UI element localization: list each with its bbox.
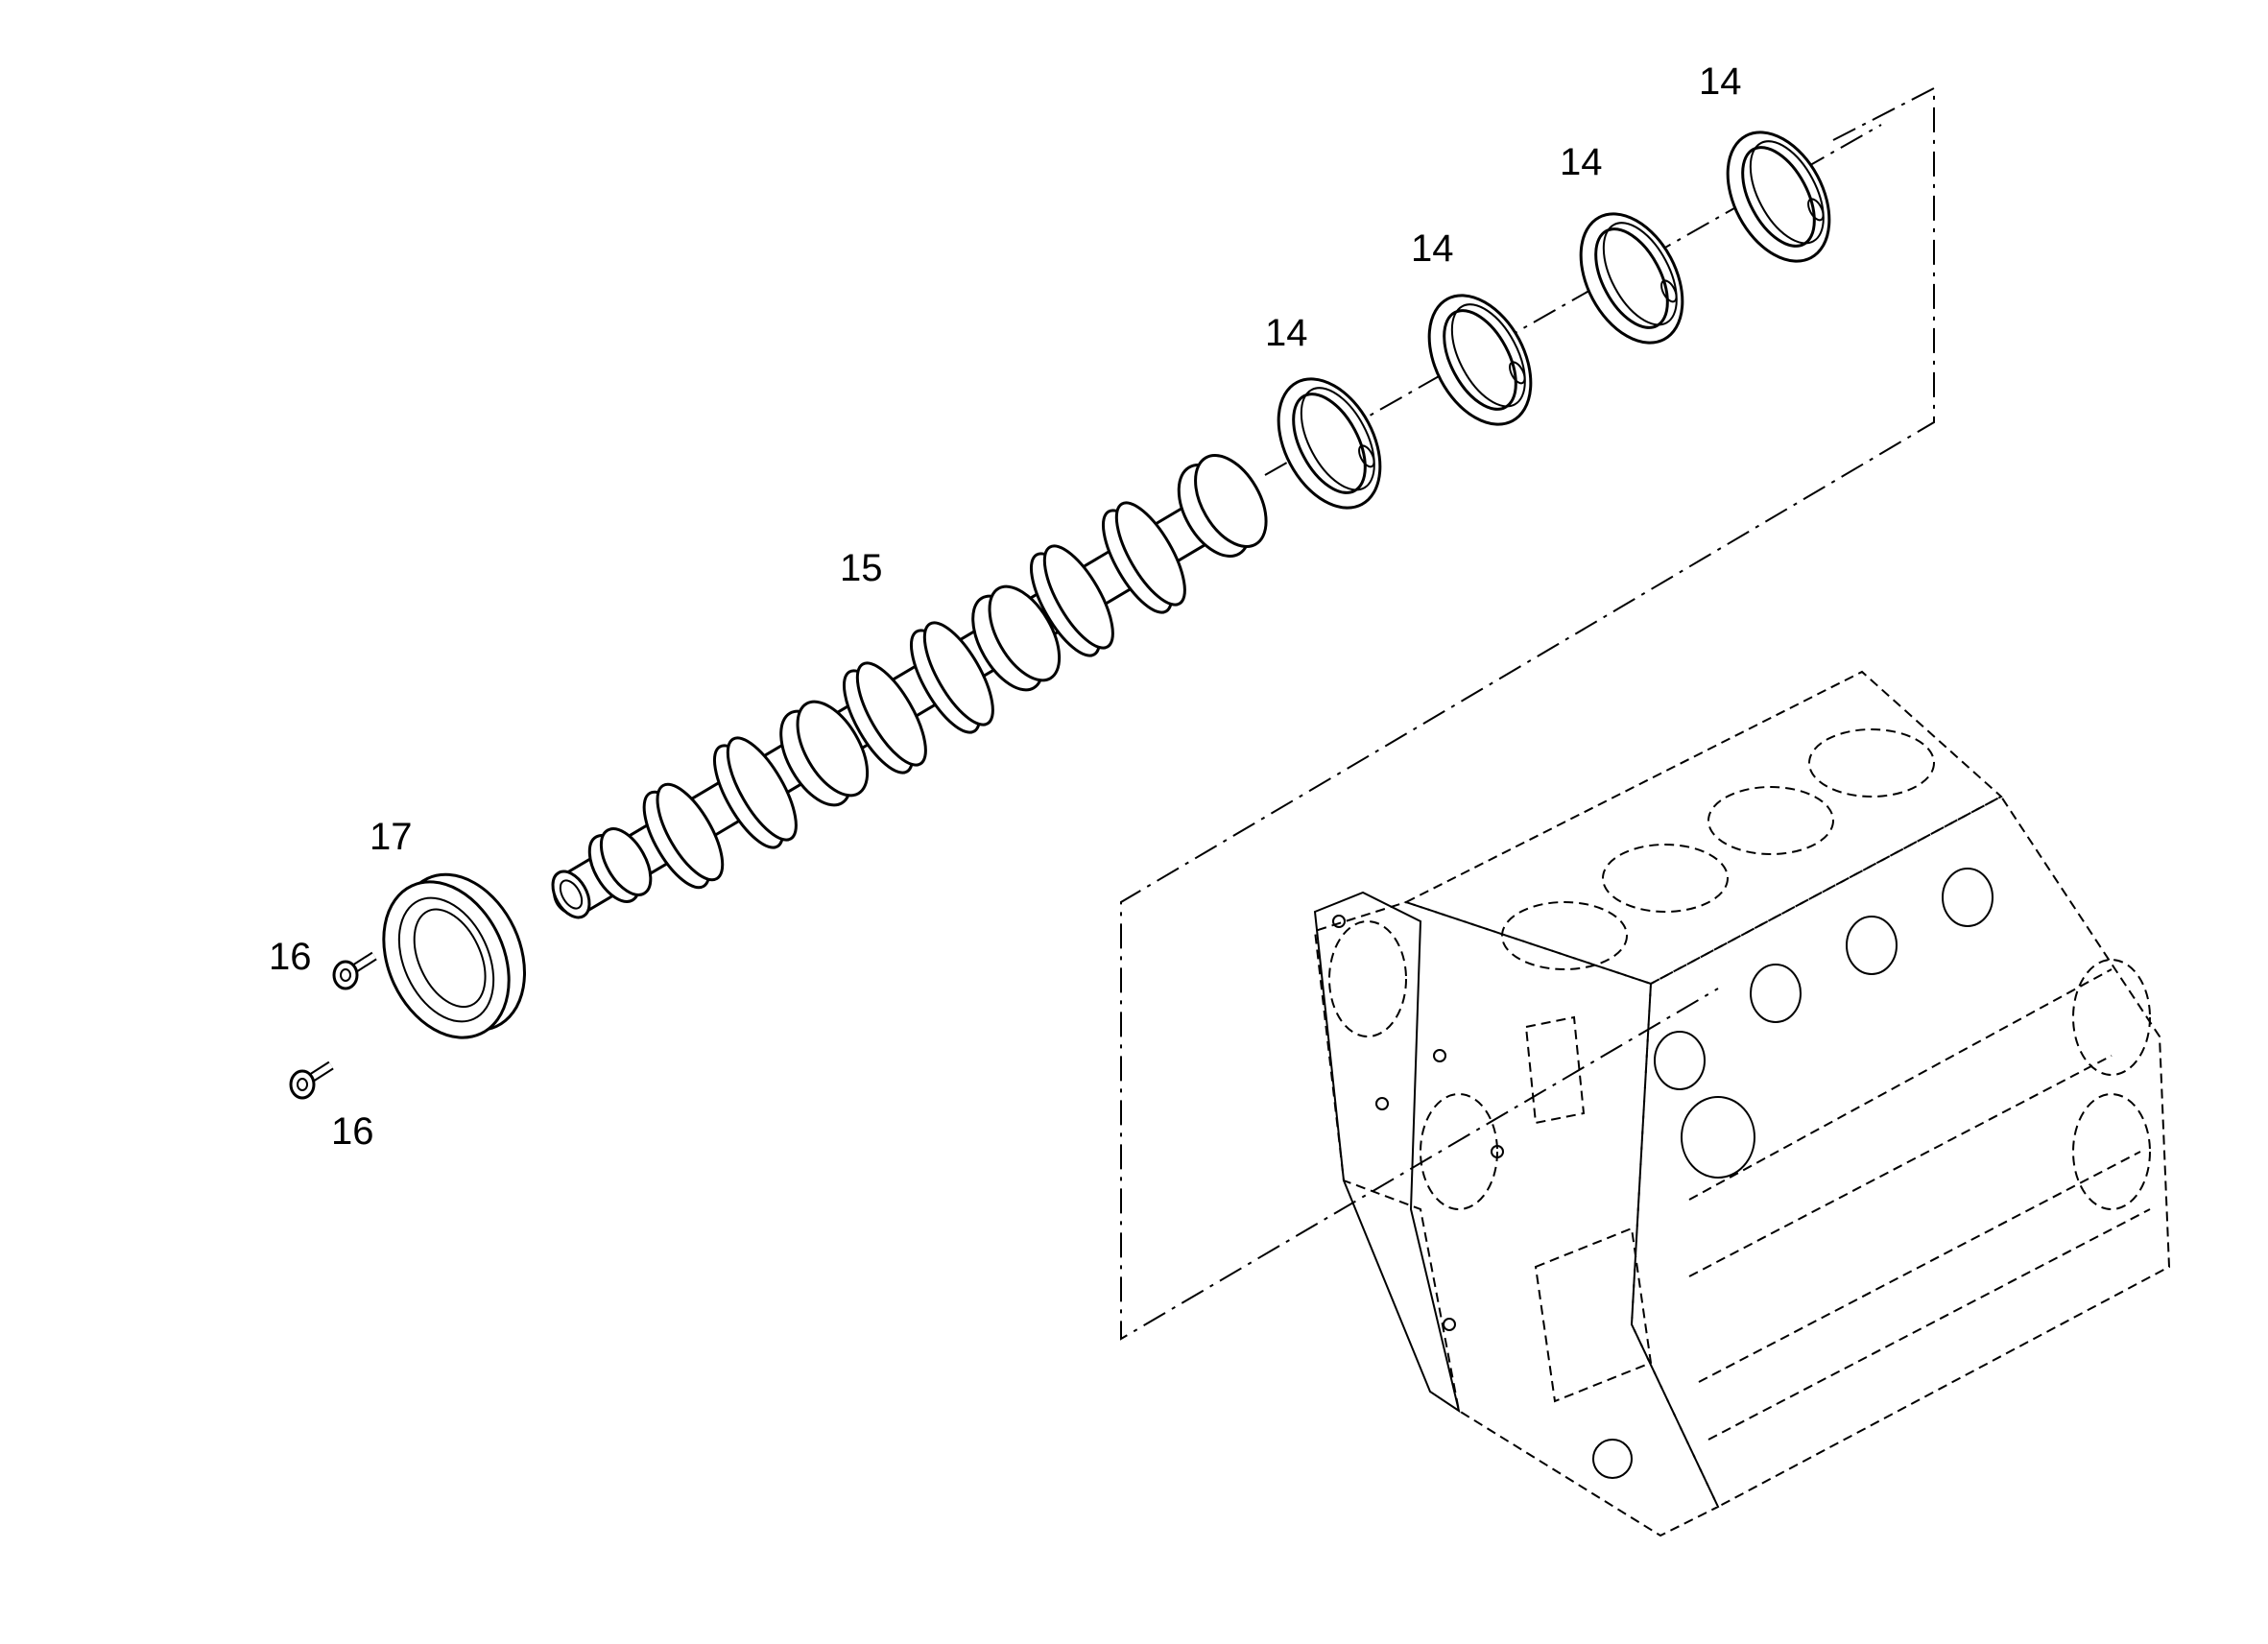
callout-screw-lower: 16 xyxy=(331,1110,374,1153)
assembly-axis-lines xyxy=(1120,86,1935,1341)
screw-upper xyxy=(332,951,377,990)
callout-bush-3: 14 xyxy=(1560,141,1603,183)
camshaft-bush-4 xyxy=(1726,131,1831,263)
camshaft-bearing-cover xyxy=(382,872,526,1039)
callout-bush-4: 14 xyxy=(1699,60,1742,103)
camshaft-bush-3 xyxy=(1579,212,1684,345)
callout-screw-upper: 16 xyxy=(269,936,312,978)
camshaft-bush-2 xyxy=(1427,294,1533,426)
callout-camshaft: 15 xyxy=(840,547,883,589)
engine-block xyxy=(1313,670,2171,1537)
callout-bush-2: 14 xyxy=(1411,227,1454,270)
callout-labels: 14 14 14 14 15 17 16 16 xyxy=(269,60,1742,1153)
screw-lower xyxy=(289,1060,334,1100)
camshaft xyxy=(551,454,1268,919)
callout-bearing-cover: 17 xyxy=(370,816,413,858)
camshaft-bush-1 xyxy=(1277,377,1382,510)
callout-bush-1: 14 xyxy=(1265,312,1308,354)
